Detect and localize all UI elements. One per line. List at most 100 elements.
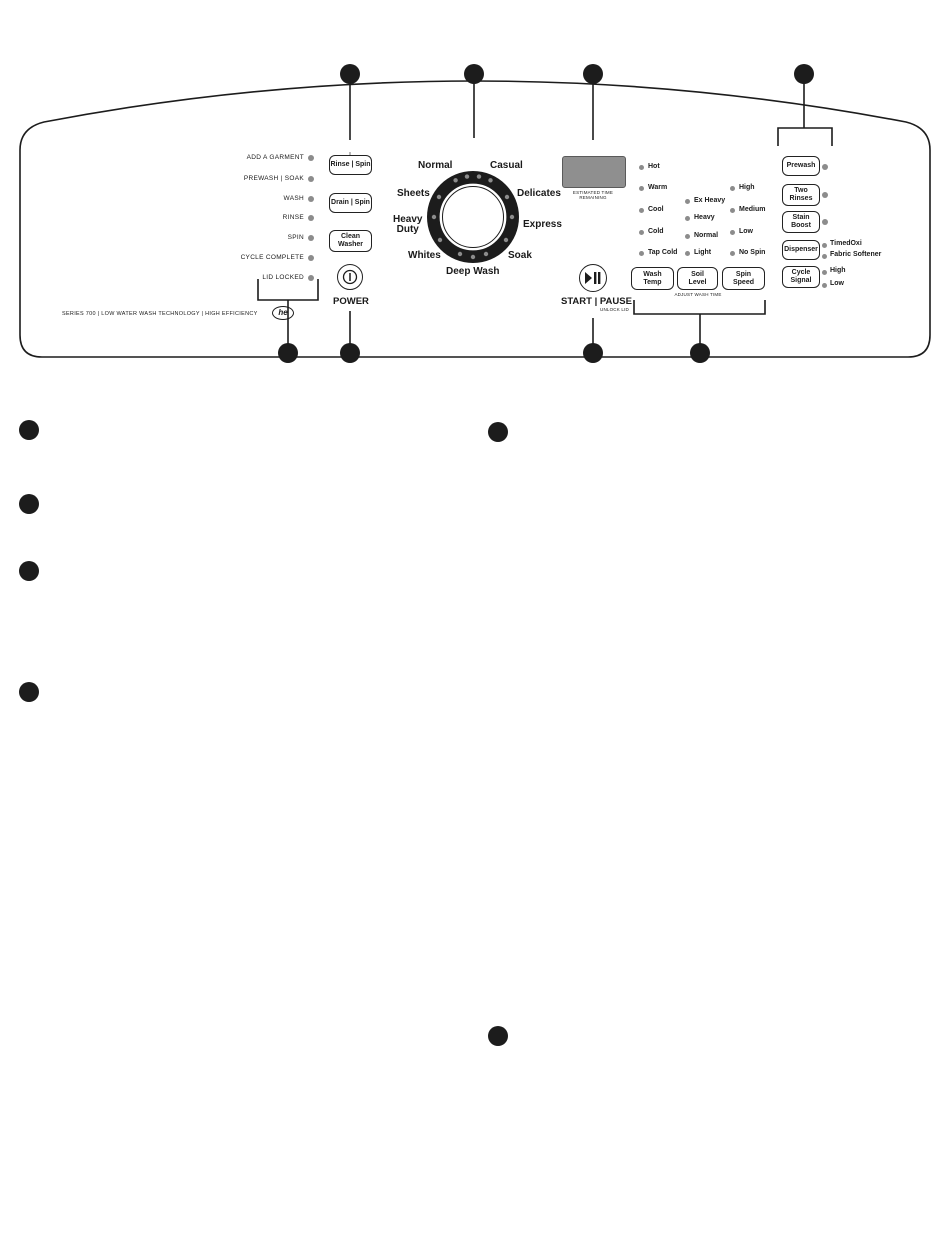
legend-bullet-2 bbox=[19, 494, 39, 514]
callout-marker-6 bbox=[340, 343, 360, 363]
wash-temp-light-cool bbox=[639, 208, 644, 213]
prewash-light bbox=[822, 164, 828, 170]
wash-temp-light-cold bbox=[639, 230, 644, 235]
status-light-cycle-complete bbox=[308, 255, 314, 261]
power-icon bbox=[342, 269, 358, 285]
time-remaining-display bbox=[562, 156, 626, 188]
cycle-label-heavy-duty: Heavy Duty bbox=[393, 214, 423, 235]
wash-temp-warm: Warm bbox=[648, 184, 668, 191]
spin-speed-no-spin: No Spin bbox=[739, 249, 766, 256]
stain-boost-button[interactable]: Stain Boost bbox=[782, 211, 820, 233]
dispenser-fabric-softener: Fabric Softener bbox=[830, 251, 882, 258]
status-light-wash bbox=[308, 196, 314, 202]
dispenser-timedoxi: TimedOxi bbox=[830, 240, 862, 247]
spin-speed-button[interactable]: Spin Speed bbox=[722, 267, 765, 290]
status-light-rinse bbox=[308, 215, 314, 221]
soil-level-light: Light bbox=[694, 249, 712, 256]
legend-bullet-4 bbox=[19, 682, 39, 702]
spin-speed-high: High bbox=[739, 184, 755, 191]
status-light-spin bbox=[308, 235, 314, 241]
dispenser-light-timedoxi bbox=[822, 243, 827, 248]
start-pause-button[interactable] bbox=[579, 264, 607, 292]
cycle-label-delicates: Delicates bbox=[517, 188, 561, 199]
soil-level-button[interactable]: Soil Level bbox=[677, 267, 718, 290]
callout-marker-8 bbox=[690, 343, 710, 363]
callout-marker-7 bbox=[583, 343, 603, 363]
status-label-rinse: RINSE bbox=[282, 214, 304, 221]
spin-speed-low: Low bbox=[739, 228, 753, 235]
status-label-lid-locked: LID LOCKED bbox=[262, 274, 304, 281]
power-button[interactable] bbox=[337, 264, 363, 290]
start-pause-label: START | PAUSE bbox=[561, 296, 632, 307]
status-label-prewash-soak: PREWASH | SOAK bbox=[243, 175, 304, 182]
play-pause-icon bbox=[585, 272, 601, 284]
spin-speed-light-high bbox=[730, 186, 735, 191]
callout-marker-2 bbox=[464, 64, 484, 84]
soil-level-light-heavy bbox=[685, 216, 690, 221]
wash-temp-tap-cold: Tap Cold bbox=[648, 249, 678, 256]
rinse-spin-button[interactable]: Rinse | Spin bbox=[329, 155, 372, 175]
spin-speed-light-no-spin bbox=[730, 251, 735, 256]
cycle-label-soak: Soak bbox=[508, 250, 532, 261]
he-logo: he bbox=[272, 306, 294, 320]
wash-temp-cold: Cold bbox=[648, 228, 664, 235]
status-label-wash: WASH bbox=[283, 195, 304, 202]
status-light-add-garment bbox=[308, 155, 314, 161]
soil-level-light-light bbox=[685, 251, 690, 256]
wash-temp-light-hot bbox=[639, 165, 644, 170]
cycle-label-whites: Whites bbox=[408, 250, 441, 261]
legend-bullet-5 bbox=[488, 422, 508, 442]
status-light-lid-locked bbox=[308, 275, 314, 281]
soil-level-light-normal bbox=[685, 234, 690, 239]
cycle-label-deep-wash: Deep Wash bbox=[446, 266, 500, 277]
callout-marker-3 bbox=[583, 64, 603, 84]
callout-marker-5 bbox=[278, 343, 298, 363]
status-label-spin: SPIN bbox=[287, 234, 304, 241]
wash-temp-cool: Cool bbox=[648, 206, 664, 213]
wash-temp-light-tap-cold bbox=[639, 251, 644, 256]
two-rinses-light bbox=[822, 192, 828, 198]
wash-temp-button[interactable]: Wash Temp bbox=[631, 267, 674, 290]
stain-boost-light bbox=[822, 219, 828, 225]
drain-spin-button[interactable]: Drain | Spin bbox=[329, 193, 372, 213]
adjust-wash-time-caption: ADJUST WASH TIME bbox=[674, 292, 722, 297]
soil-level-normal: Normal bbox=[694, 232, 719, 239]
wash-temp-light-warm bbox=[639, 186, 644, 191]
he-logo-text: he bbox=[278, 308, 288, 317]
unlock-lid-caption: UNLOCK LID bbox=[600, 307, 630, 312]
legend-bullet-3 bbox=[19, 561, 39, 581]
dispenser-button[interactable]: Dispenser bbox=[782, 240, 820, 260]
spin-speed-light-medium bbox=[730, 208, 735, 213]
cycle-selector-dial[interactable] bbox=[426, 170, 520, 264]
status-light-prewash-soak bbox=[308, 176, 314, 182]
soil-level-light-ex-heavy bbox=[685, 199, 690, 204]
series-text: SERIES 700 | LOW WATER WASH TECHNOLOGY |… bbox=[62, 311, 258, 317]
power-label: POWER bbox=[333, 296, 369, 307]
cycle-signal-low: Low bbox=[830, 280, 844, 287]
legend-bullet-6 bbox=[488, 1026, 508, 1046]
wash-temp-hot: Hot bbox=[648, 163, 660, 170]
two-rinses-button[interactable]: Two Rinses bbox=[782, 184, 820, 206]
clean-washer-button[interactable]: Clean Washer bbox=[329, 230, 372, 252]
cycle-signal-high: High bbox=[830, 267, 846, 274]
legend-bullet-1 bbox=[19, 420, 39, 440]
callout-marker-4 bbox=[794, 64, 814, 84]
spin-speed-light-low bbox=[730, 230, 735, 235]
cycle-signal-button[interactable]: Cycle Signal bbox=[782, 266, 820, 288]
soil-level-ex-heavy: Ex Heavy bbox=[694, 197, 726, 204]
cycle-signal-light-low bbox=[822, 283, 827, 288]
callout-marker-1 bbox=[340, 64, 360, 84]
cycle-label-casual: Casual bbox=[490, 160, 523, 171]
time-remaining-caption: ESTIMATED TIME REMAINING bbox=[572, 190, 614, 200]
spin-speed-medium: Medium bbox=[739, 206, 766, 213]
status-label-cycle-complete: CYCLE COMPLETE bbox=[240, 254, 304, 261]
cycle-label-sheets: Sheets bbox=[397, 188, 430, 199]
cycle-label-express: Express bbox=[523, 219, 562, 230]
dispenser-light-fabric-softener bbox=[822, 254, 827, 259]
soil-level-heavy: Heavy bbox=[694, 214, 715, 221]
cycle-label-normal: Normal bbox=[418, 160, 453, 171]
cycle-signal-light-high bbox=[822, 270, 827, 275]
prewash-button[interactable]: Prewash bbox=[782, 156, 820, 176]
status-label-add-garment: ADD A GARMENT bbox=[246, 154, 304, 161]
